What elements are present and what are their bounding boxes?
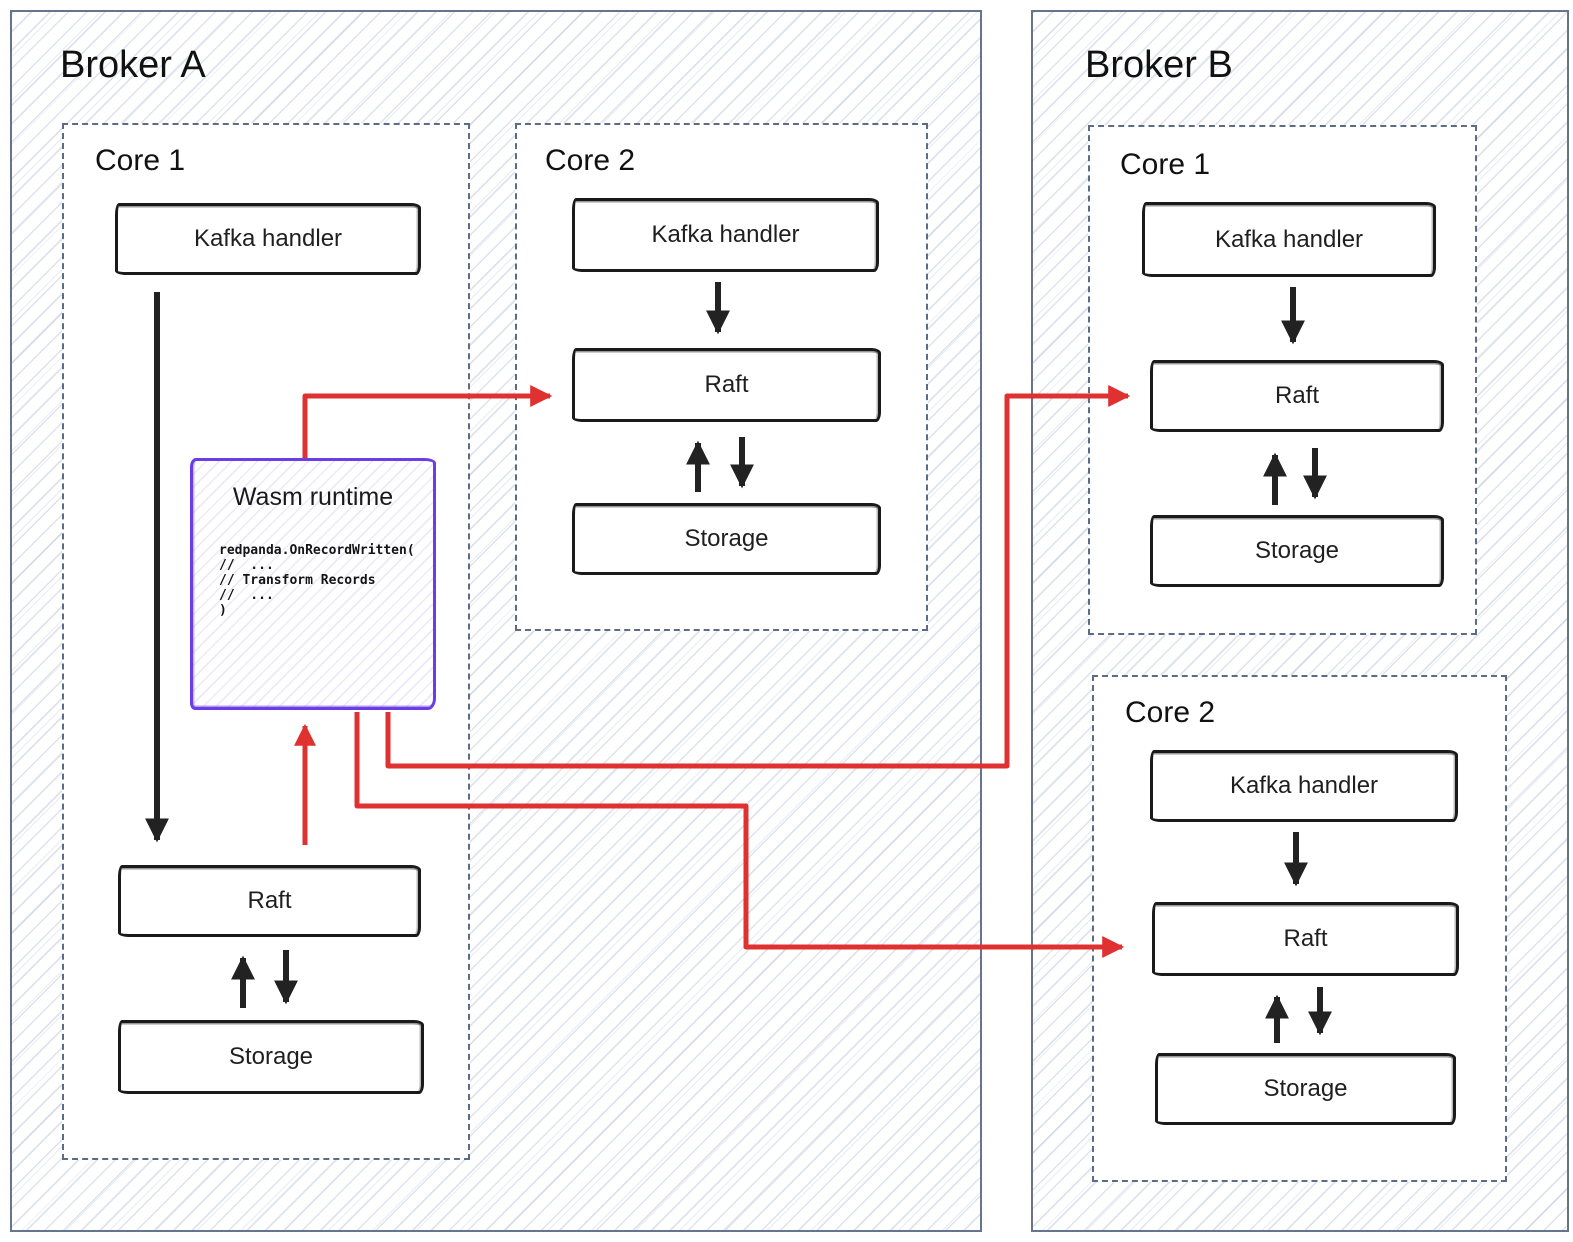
node-label: Raft — [1283, 925, 1328, 952]
broker-a-core2-storage-node: Storage — [572, 503, 881, 575]
broker-b-title: Broker B — [1085, 44, 1233, 86]
broker-b-core1-kafka-handler-node: Kafka handler — [1142, 202, 1436, 277]
broker-a-core1-raft-node: Raft — [118, 865, 421, 937]
wasm-code-line: ) — [219, 603, 227, 618]
wasm-code-line: // ... — [219, 558, 274, 573]
wasm-code-line: redpanda.OnRecordWritten( — [219, 543, 415, 558]
broker-b-core1-storage-node: Storage — [1150, 515, 1444, 587]
node-label: Raft — [704, 371, 749, 398]
node-label: Storage — [1254, 537, 1340, 564]
broker-a-core2-raft-node: Raft — [572, 348, 881, 422]
broker-a-core-2-title: Core 2 — [545, 144, 636, 177]
broker-b-core1-raft-node: Raft — [1150, 360, 1444, 432]
broker-a-core-1-title: Core 1 — [95, 144, 186, 177]
node-label: Kafka handler — [1229, 772, 1379, 799]
node-label: Storage — [228, 1043, 314, 1070]
broker-b-core2-kafka-handler-node: Kafka handler — [1150, 750, 1458, 822]
broker-b-core2-storage-node: Storage — [1155, 1053, 1456, 1125]
broker-a-core1-kafka-handler-node: Kafka handler — [115, 203, 421, 275]
wasm-runtime-title: Wasm runtime — [232, 483, 394, 511]
broker-b-core2-raft-node: Raft — [1152, 902, 1459, 976]
node-label: Storage — [1263, 1075, 1348, 1102]
node-label: Kafka handler — [1214, 225, 1364, 253]
broker-b-core-2-title: Core 2 — [1125, 696, 1216, 729]
broker-a-core2-kafka-handler-node: Kafka handler — [572, 198, 879, 272]
node-label: Kafka handler — [193, 225, 343, 252]
node-label: Kafka handler — [651, 221, 800, 248]
broker-a-title: Broker A — [60, 44, 206, 86]
node-label: Raft — [1274, 382, 1319, 409]
node-label: Raft — [247, 887, 292, 914]
broker-a-core1-storage-node: Storage — [118, 1020, 424, 1094]
wasm-runtime-box: Wasm runtime redpanda.OnRecordWritten( /… — [190, 458, 436, 710]
broker-b-core-1-title: Core 1 — [1120, 148, 1211, 181]
wasm-code-block: redpanda.OnRecordWritten( // ... // Tran… — [219, 543, 415, 618]
node-label: Storage — [684, 525, 769, 552]
wasm-code-line: // Transform Records — [219, 573, 376, 588]
wasm-code-line: // ... — [219, 588, 274, 603]
